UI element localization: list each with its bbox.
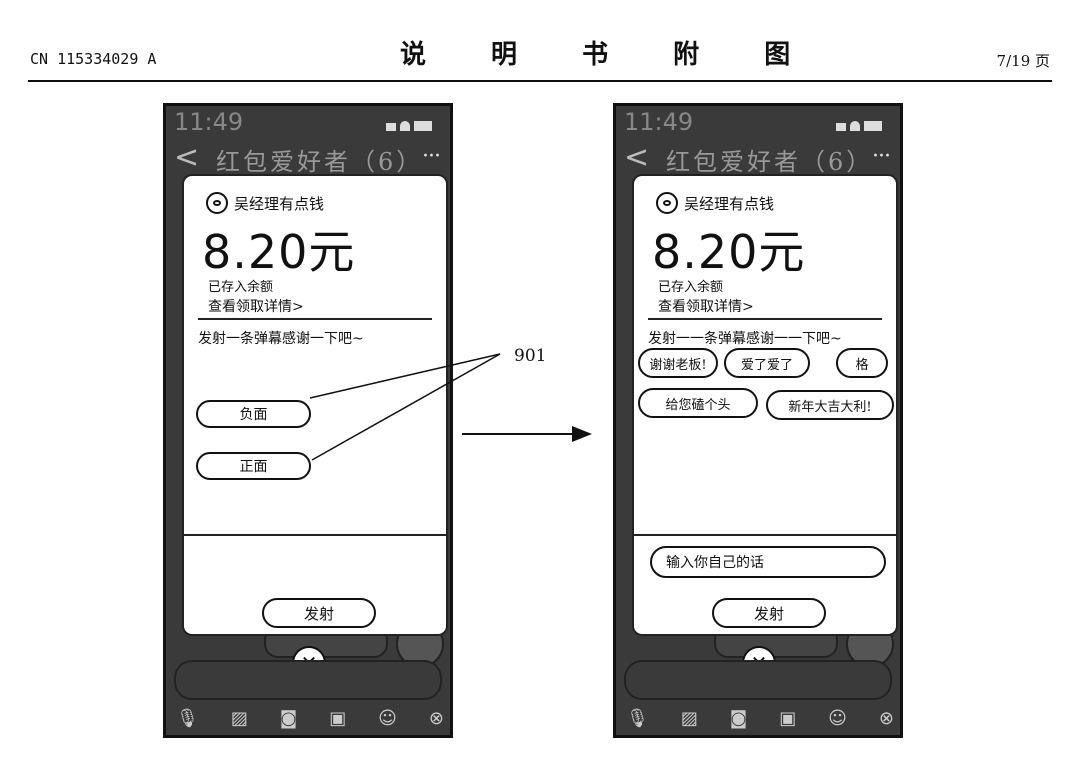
page-number: 7/19 页	[996, 52, 1050, 70]
danmaku-prompt: 发射一条弹幕感谢一下吧~	[198, 331, 364, 347]
option-negative-button[interactable]: 负面	[196, 400, 311, 428]
camera-icon[interactable]: ◙	[279, 707, 298, 729]
status-icons	[382, 112, 442, 132]
danmaku-bubble[interactable]: 格	[836, 348, 888, 378]
chat-toolbar: 🎙 ▨ ◙ ▣ ☺ ⊗	[176, 704, 444, 732]
send-button[interactable]: 发射	[712, 598, 826, 628]
card-divider-bottom	[634, 534, 896, 536]
arrow-head-icon	[572, 426, 592, 442]
status-time: 11:49	[174, 108, 244, 136]
message-input[interactable]	[624, 660, 892, 700]
redpacket-icon[interactable]: ▣	[779, 707, 797, 729]
battery-icon	[414, 121, 432, 131]
more-icon[interactable]: ···	[872, 144, 891, 169]
card-divider-bottom	[184, 534, 446, 536]
chat-header: < 红包爱好者（6） ···	[166, 138, 450, 178]
close-circle-icon[interactable]: ⊗	[878, 707, 894, 729]
sender-name: 吴经理有点钱	[234, 194, 325, 213]
card-divider	[648, 318, 882, 320]
card-divider	[198, 318, 432, 320]
sender-avatar-icon	[656, 192, 678, 214]
page-title: 说 明 书 附 图	[400, 40, 819, 70]
danmaku-bubble[interactable]: 爱了爱了	[724, 348, 810, 378]
message-input[interactable]	[174, 660, 442, 700]
danmaku-bubble[interactable]: 谢谢老板!	[638, 348, 718, 378]
microphone-icon[interactable]: 🎙	[176, 707, 199, 729]
stored-text: 已存入余额	[658, 280, 724, 295]
signal-icon	[836, 123, 846, 131]
sender-name: 吴经理有点钱	[684, 194, 775, 213]
image-icon[interactable]: ▨	[680, 707, 698, 729]
custom-danmaku-input[interactable]: 输入你自己的话	[650, 546, 886, 578]
phone-screen-left: 11:49 < 红包爱好者（6） ··· 吴经理有点钱 8.20元 已存入余额 …	[163, 103, 453, 738]
sender-row: 吴经理有点钱	[656, 190, 774, 216]
back-icon[interactable]: <	[174, 140, 200, 175]
red-packet-card: 吴经理有点钱 8.20元 已存入余额 查看领取详情> 发射一一条弹幕感谢一一下吧…	[632, 174, 898, 636]
battery-icon	[864, 121, 882, 131]
status-icons	[832, 112, 892, 132]
wifi-icon	[850, 121, 860, 131]
danmaku-bubble[interactable]: 新年大吉大利!	[766, 390, 894, 420]
option-positive-button[interactable]: 正面	[196, 452, 311, 480]
emoji-icon[interactable]: ☺	[378, 707, 397, 729]
chat-toolbar: 🎙 ▨ ◙ ▣ ☺ ⊗	[626, 704, 894, 732]
publication-number: CN 115334029 A	[30, 50, 157, 68]
danmaku-prompt: 发射一一条弹幕感谢一一下吧~	[648, 331, 842, 347]
close-circle-icon[interactable]: ⊗	[428, 707, 444, 729]
image-icon[interactable]: ▨	[230, 707, 248, 729]
sender-avatar-icon	[206, 192, 228, 214]
wifi-icon	[400, 121, 410, 131]
amount: 8.20元	[202, 225, 356, 279]
danmaku-bubble[interactable]: 给您磕个头	[638, 388, 758, 418]
chat-title: 红包爱好者（6）	[216, 148, 424, 176]
send-button[interactable]: 发射	[262, 598, 376, 628]
more-icon[interactable]: ···	[422, 144, 441, 169]
amount: 8.20元	[652, 225, 806, 279]
chat-title: 红包爱好者（6）	[666, 148, 874, 176]
view-detail-link[interactable]: 查看领取详情>	[658, 299, 754, 315]
back-icon[interactable]: <	[624, 140, 650, 175]
header-divider	[28, 80, 1052, 82]
view-detail-link[interactable]: 查看领取详情>	[208, 299, 304, 315]
camera-icon[interactable]: ◙	[729, 707, 748, 729]
emoji-icon[interactable]: ☺	[828, 707, 847, 729]
microphone-icon[interactable]: 🎙	[626, 707, 649, 729]
callout-label: 901	[514, 346, 547, 366]
phone-screen-right: 11:49 < 红包爱好者（6） ··· 吴经理有点钱 8.20元 已存入余额 …	[613, 103, 903, 738]
stored-text: 已存入余额	[208, 280, 274, 295]
redpacket-icon[interactable]: ▣	[329, 707, 347, 729]
signal-icon	[386, 123, 396, 131]
callout-leader-line	[309, 353, 501, 399]
chat-header: < 红包爱好者（6） ···	[616, 138, 900, 178]
red-packet-card: 吴经理有点钱 8.20元 已存入余额 查看领取详情> 发射一条弹幕感谢一下吧~ …	[182, 174, 448, 636]
status-time: 11:49	[624, 108, 694, 136]
sender-row: 吴经理有点钱	[206, 190, 324, 216]
callout-leader-line	[311, 353, 501, 461]
